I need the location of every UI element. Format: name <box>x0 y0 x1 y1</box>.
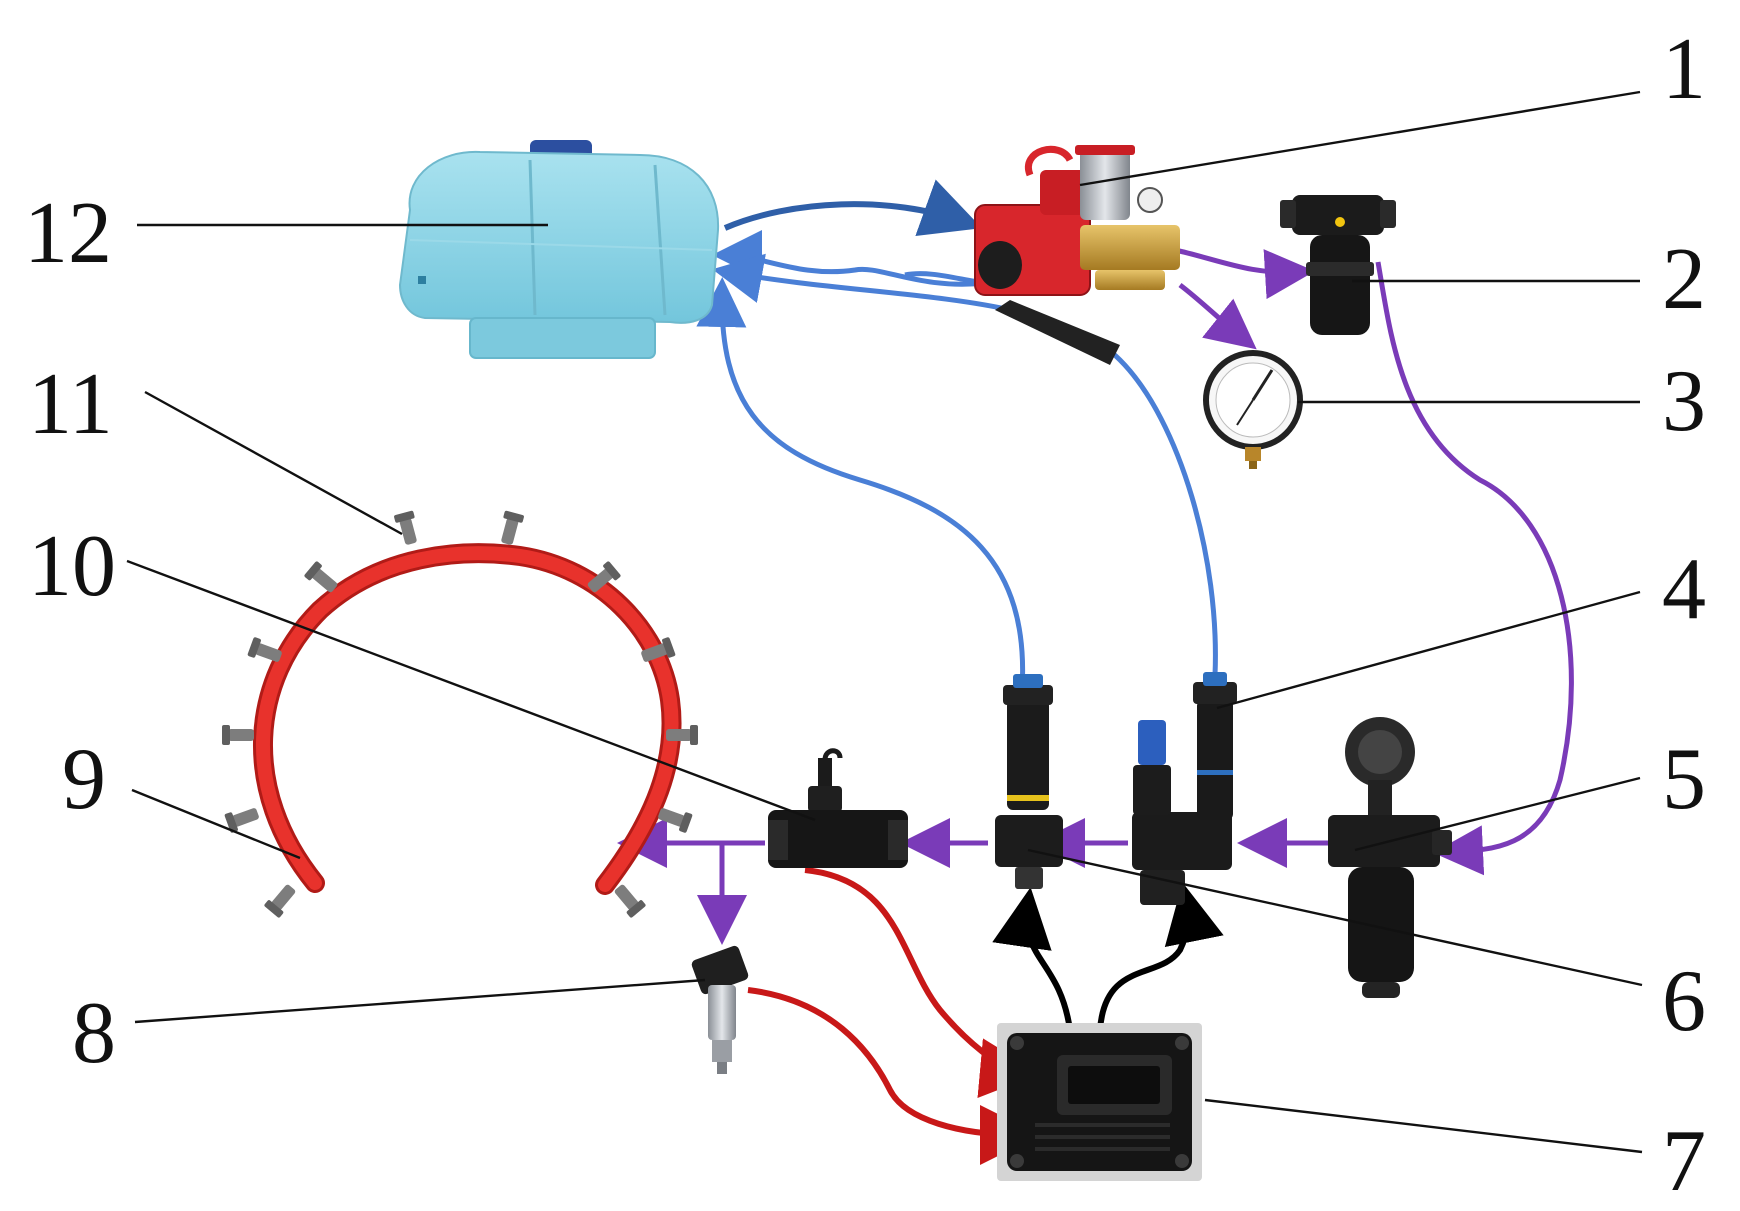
leader-lines <box>126 90 1643 1154</box>
label-1: 1 <box>1662 21 1706 118</box>
nozzle-group <box>222 510 698 918</box>
pump-to-gauge-hose <box>1178 283 1257 350</box>
hose-lines <box>617 179 1574 1165</box>
flowmeter-icon <box>768 748 908 868</box>
nozzle-icon <box>222 725 254 745</box>
label-2: 2 <box>1662 231 1706 328</box>
leader-10 <box>126 559 816 822</box>
nozzle-icon <box>666 725 698 745</box>
water-tank-icon <box>398 140 720 359</box>
filter-to-main-filter-hose <box>1375 261 1574 876</box>
label-5: 5 <box>1662 731 1706 828</box>
ecu-controller-icon <box>997 1023 1202 1181</box>
label-4: 4 <box>1662 541 1706 638</box>
line-filter-icon <box>1280 195 1396 335</box>
nozzle-icon <box>501 510 524 545</box>
leader-9 <box>131 788 301 860</box>
pressure-regulating-valve-icon <box>1132 672 1237 905</box>
leader-1 <box>1079 90 1641 187</box>
flowmeter-signal-cable <box>804 867 1040 1099</box>
ring-spray-pipe-icon <box>252 543 682 895</box>
pump-to-filter-hose <box>1174 247 1315 300</box>
valve-return-hose <box>712 253 1218 676</box>
label-3: 3 <box>1662 353 1706 450</box>
nozzle-icon <box>614 884 646 918</box>
nozzle-icon <box>247 637 282 662</box>
leader-5 <box>1354 776 1641 852</box>
solenoid-valve-icon <box>995 674 1063 889</box>
pressure-sensor-icon <box>691 945 749 1074</box>
solenoid-control-cable <box>992 887 1073 1031</box>
label-12: 12 <box>24 185 112 282</box>
label-9: 9 <box>62 731 106 828</box>
leader-8 <box>134 978 706 1024</box>
label-11: 11 <box>28 356 113 453</box>
suction-hose <box>723 179 982 237</box>
nozzle-icon <box>224 808 259 833</box>
nozzle-icon <box>264 884 296 918</box>
label-6: 6 <box>1662 953 1706 1050</box>
plunger-pump-icon <box>974 145 1180 365</box>
label-10: 10 <box>28 518 116 615</box>
leader-7 <box>1204 1098 1643 1154</box>
nozzle-icon <box>304 561 338 593</box>
label-8: 8 <box>72 985 116 1082</box>
nozzle-icon <box>394 510 417 545</box>
nozzle-icon <box>641 637 676 662</box>
leader-11 <box>144 390 403 536</box>
solenoid-return-hose <box>696 277 1026 691</box>
number-labels: 1 2 3 4 5 6 7 8 9 10 11 12 <box>24 21 1706 1210</box>
leader-4 <box>1216 590 1641 710</box>
leader-6 <box>1027 848 1643 987</box>
nozzle-icon <box>587 561 621 593</box>
valve-control-cable <box>1097 882 1224 1031</box>
pressure-gauge-icon <box>1203 350 1303 469</box>
main-filter-icon <box>1328 717 1452 998</box>
label-7: 7 <box>1662 1113 1706 1210</box>
nozzle-icon <box>658 808 693 833</box>
sensor-signal-cable <box>747 987 1040 1165</box>
